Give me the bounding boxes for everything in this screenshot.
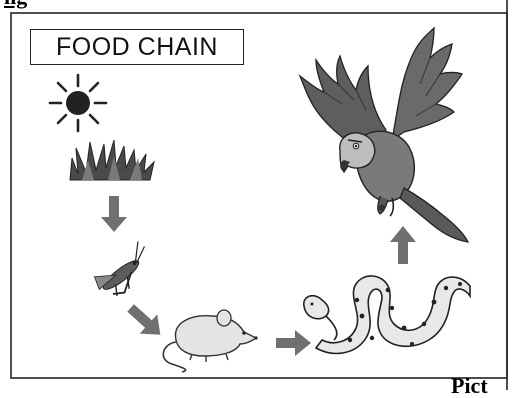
diagram-title: FOOD CHAIN — [30, 29, 244, 65]
grasshopper-icon — [91, 240, 160, 303]
eagle-icon — [300, 28, 468, 242]
grass-icon — [70, 140, 154, 180]
mouse-icon — [163, 310, 257, 372]
arrow-down — [101, 196, 127, 232]
cropped-top-label: ng — [4, 0, 27, 8]
arrow-right — [276, 330, 311, 356]
snake-icon — [304, 276, 470, 354]
arrow-diagonal — [122, 298, 169, 344]
sun-icon — [50, 75, 106, 131]
arrow-up — [390, 226, 416, 264]
picture-corner-label: Pict — [451, 375, 488, 397]
